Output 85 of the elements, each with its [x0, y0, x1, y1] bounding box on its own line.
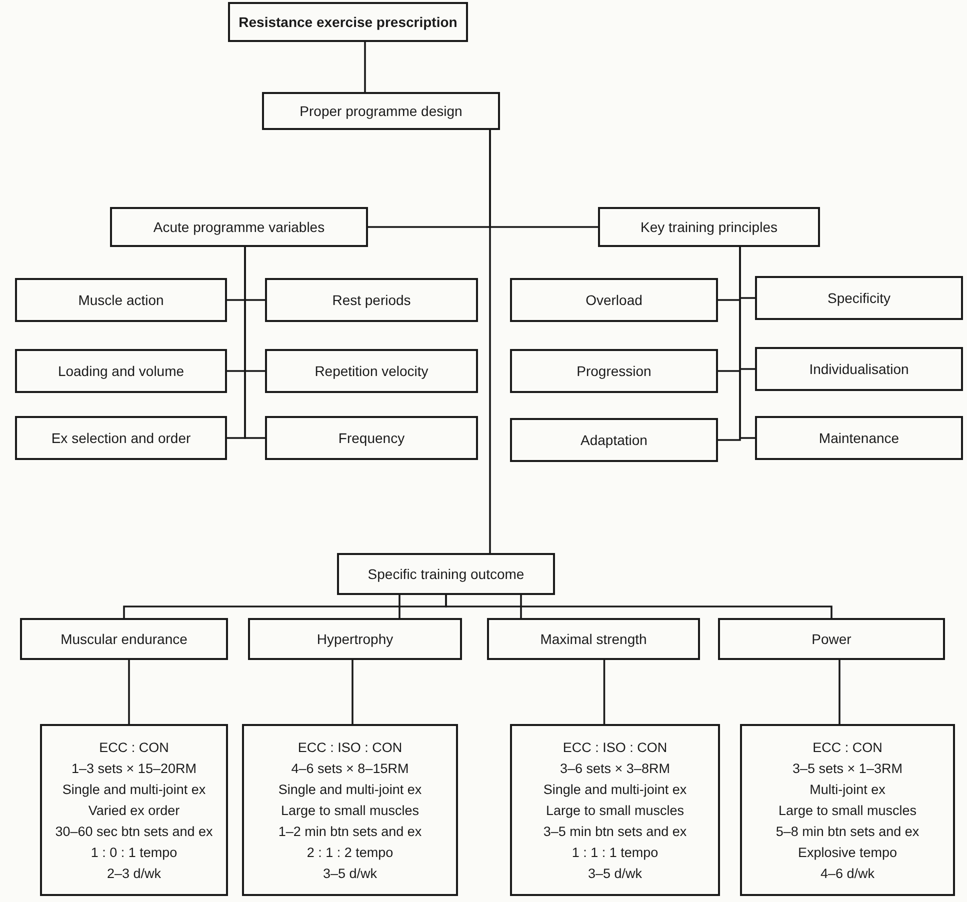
box-text: Explosive tempo — [798, 844, 898, 862]
process-box — [20, 618, 228, 660]
box-text: Maintenance — [818, 430, 900, 446]
box-text: Progression — [576, 362, 652, 380]
box-text: Loading and volume — [58, 362, 184, 380]
prescription-box — [510, 724, 720, 896]
box-text: Overload — [586, 292, 642, 308]
process-box — [262, 92, 500, 130]
process-box — [265, 278, 478, 322]
process-box — [265, 349, 478, 393]
box-text: Maximal strength — [540, 630, 647, 648]
process-box — [487, 618, 700, 660]
box-text: Large to small muscles — [546, 802, 684, 820]
process-box — [15, 416, 227, 460]
box-text: Rest periods — [332, 292, 411, 308]
process-box — [755, 347, 963, 391]
box-text: 2–3 d/wk — [106, 864, 162, 882]
box-text: Specificity — [827, 290, 891, 306]
box-text: Power — [812, 630, 852, 648]
box-text: 3–6 sets × 3–8RM — [560, 760, 670, 778]
process-box — [248, 618, 462, 660]
prescription-box — [740, 724, 955, 896]
process-box — [110, 207, 368, 247]
connector-line — [352, 660, 354, 724]
box-text: 3–5 d/wk — [588, 864, 642, 882]
connector-line — [520, 595, 522, 618]
process-box — [228, 2, 468, 42]
box-text: Key training principles — [640, 218, 778, 236]
box-text: Varied ex order — [88, 802, 180, 820]
box-text: Resistance exercise prescription — [238, 14, 458, 30]
box-text: Acute programme variables — [153, 218, 325, 236]
box-text: Hypertrophy — [316, 630, 394, 648]
prescription-box — [40, 724, 228, 896]
box-text: ECC : ISO : CON — [298, 738, 402, 756]
connector-line — [838, 660, 840, 724]
process-box — [265, 416, 478, 460]
box-text: Ex selection and order — [51, 430, 191, 446]
connector-line — [603, 660, 606, 724]
box-text: Single and multi-joint ex — [543, 780, 687, 799]
box-text: Large to small muscles — [778, 802, 917, 820]
connector-line — [128, 660, 130, 724]
process-box — [337, 553, 555, 595]
box-text: ECC : ISO : CON — [562, 738, 668, 756]
box-text: 5–8 min btn sets and ex — [776, 822, 920, 840]
connector-line — [398, 595, 400, 618]
box-text: Individualisation — [809, 360, 909, 378]
connector-line — [445, 595, 832, 618]
process-box — [510, 418, 718, 462]
box-text: ECC : CON — [99, 738, 169, 756]
process-box — [755, 276, 963, 320]
box-text: ECC : CON — [812, 738, 882, 756]
box-text: 1 : 1 : 1 tempo — [572, 844, 658, 862]
connector-line — [739, 247, 755, 439]
box-text: Single and multi-joint ex — [62, 780, 206, 799]
prescription-box — [242, 724, 458, 896]
box-text: Specific training outcome — [368, 566, 524, 582]
box-text: 1 : 0 : 1 tempo — [90, 844, 178, 862]
connector-line — [489, 130, 491, 553]
box-text: Proper programme design — [300, 102, 462, 120]
box-text: Frequency — [338, 430, 405, 446]
box-text: Muscular endurance — [60, 630, 188, 648]
process-box — [718, 618, 945, 660]
box-text: Large to small muscles — [280, 802, 420, 820]
box-text: 30–60 sec btn sets and ex — [55, 822, 213, 840]
box-text: 3–5 sets × 1–3RM — [792, 760, 902, 778]
box-text: 1–3 sets × 15–20RM — [72, 760, 196, 778]
box-text: Adaptation — [580, 432, 648, 448]
process-box — [510, 278, 718, 322]
process-box — [15, 349, 227, 393]
box-text: Muscle action — [78, 292, 164, 308]
process-box — [15, 278, 227, 322]
box-text: 4–6 d/wk — [820, 864, 875, 882]
box-text: 1–2 min btn sets and ex — [278, 822, 422, 840]
box-text: 3–5 min btn sets and ex — [543, 822, 687, 840]
process-box — [598, 207, 820, 247]
process-box — [510, 349, 718, 393]
box-text: 4–6 sets × 8–15RM — [291, 760, 409, 778]
box-text: 3–5 d/wk — [322, 864, 378, 882]
connector-line — [364, 42, 366, 92]
box-text: 2 : 1 : 2 tempo — [306, 844, 394, 862]
connector-line — [244, 247, 265, 439]
box-text: Repetition velocity — [314, 362, 428, 380]
process-box — [755, 416, 963, 460]
box-text: Single and multi-joint ex — [278, 780, 422, 799]
box-text: Multi-joint ex — [810, 780, 886, 799]
